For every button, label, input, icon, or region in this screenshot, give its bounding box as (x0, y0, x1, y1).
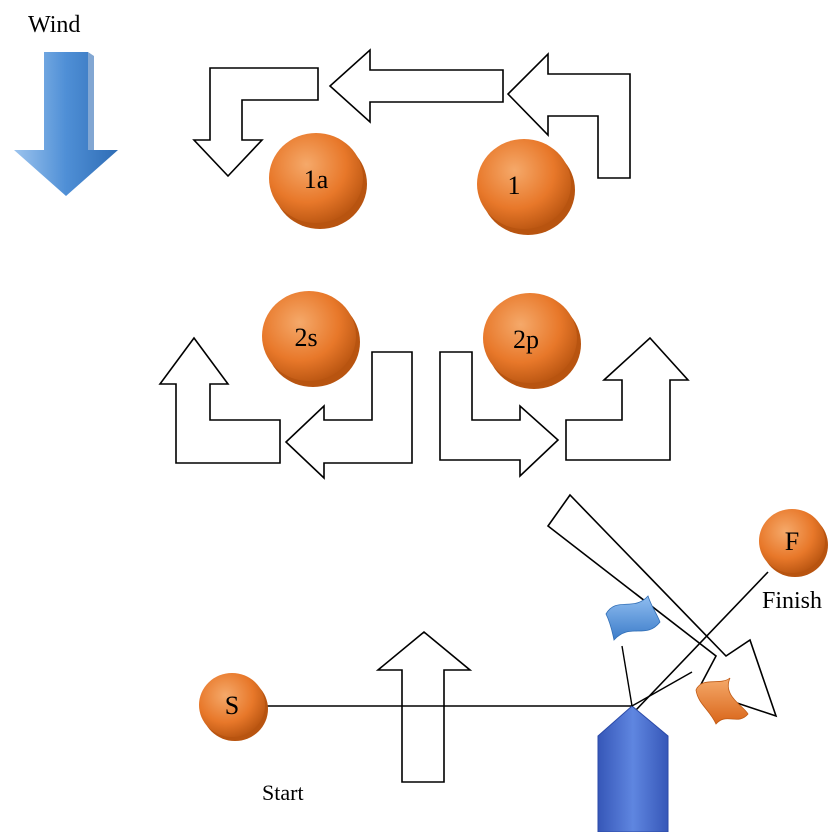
finish-label: Finish (762, 588, 822, 614)
mark-2s: 2s (262, 291, 360, 387)
arrow-top-left-turn-down (192, 67, 319, 178)
arrow-middle-right-turn-up (565, 336, 690, 461)
finish-line (635, 571, 769, 711)
mark-start-label: S (225, 691, 239, 720)
mark-finish: F (759, 509, 828, 577)
mark-2s-label: 2s (294, 323, 317, 352)
mark-start: S (199, 673, 268, 741)
committee-boat-icon (597, 645, 693, 832)
arrow-middle-center-left (284, 351, 413, 480)
mark-2p-label: 2p (513, 325, 539, 354)
arrow-top-right-turn-left (506, 52, 631, 179)
arrow-middle-center-right (439, 351, 560, 478)
start-label: Start (262, 780, 304, 805)
mark-1-label: 1 (508, 171, 521, 200)
mark-1: 1 (477, 139, 575, 235)
arrow-top-middle-left (328, 48, 504, 124)
mark-1a-label: 1a (304, 165, 329, 194)
mark-2p: 2p (483, 293, 581, 389)
orange-flag-icon (695, 677, 749, 725)
arrow-start-up (375, 630, 473, 783)
mark-finish-label: F (785, 527, 799, 556)
blue-flag-icon (605, 595, 661, 641)
wind-arrow-icon (14, 52, 118, 196)
arrow-middle-left-turn-up (158, 336, 281, 464)
wind-label: Wind (28, 12, 80, 38)
mark-1a: 1a (269, 133, 367, 229)
